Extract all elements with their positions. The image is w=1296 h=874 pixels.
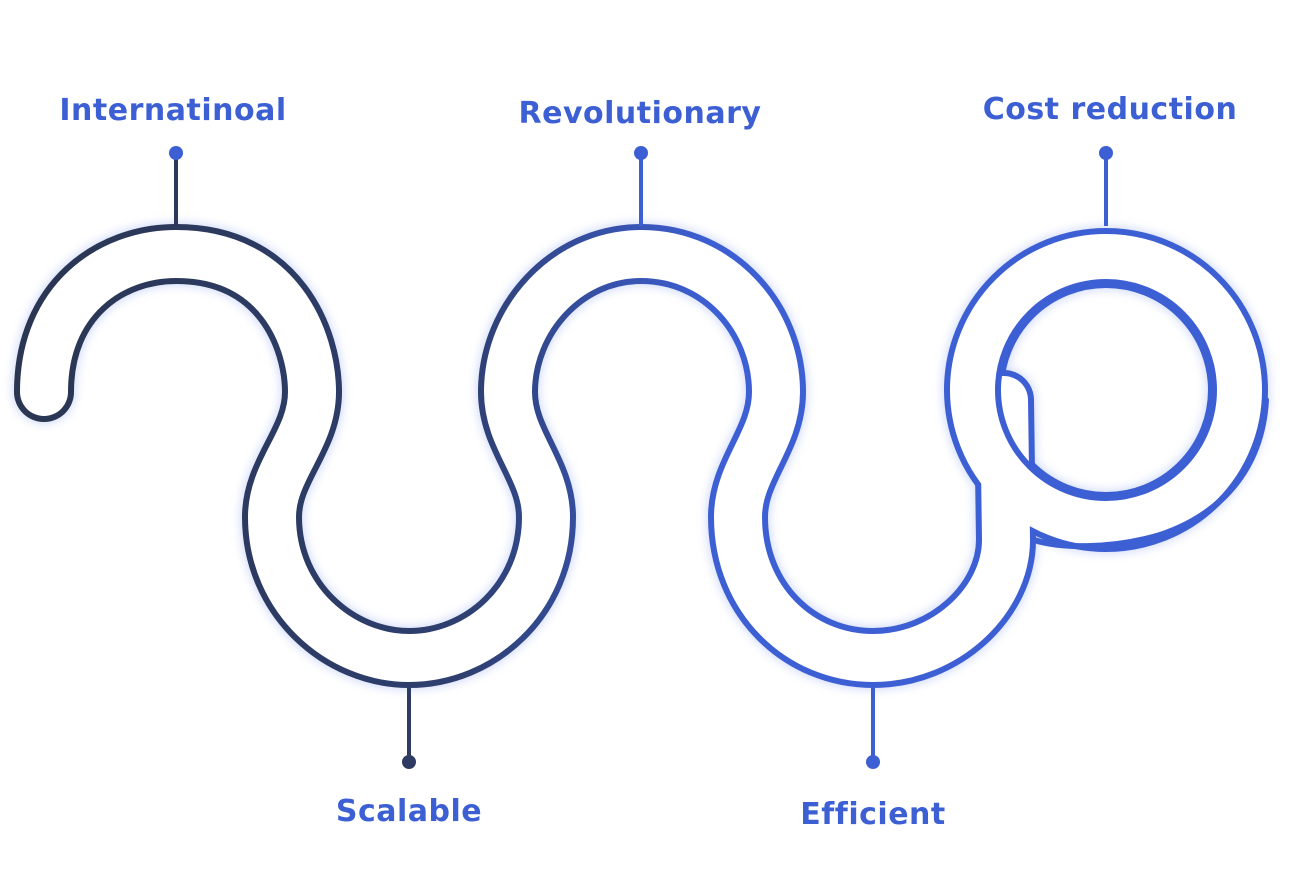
- pin-internatinoal: [169, 146, 183, 226]
- pin-efficient: [866, 688, 880, 769]
- label-efficient: Efficient: [800, 797, 946, 832]
- road-glow: [13, 222, 1269, 690]
- label-scalable: Scalable: [335, 794, 483, 829]
- label-cost-reduction: Cost reduction: [982, 92, 1238, 127]
- connector-pins: [169, 146, 1113, 769]
- label-revolutionary: Revolutionary: [518, 96, 762, 131]
- road-outline: [14, 223, 1269, 689]
- pin-cost-reduction: [1099, 146, 1113, 226]
- road-path-inner: [20, 229, 1031, 683]
- loop-inner: [950, 234, 1262, 546]
- pin-scalable: [402, 688, 416, 769]
- label-internatinoal: Internatinoal: [59, 93, 287, 128]
- pin-revolutionary: [634, 146, 648, 226]
